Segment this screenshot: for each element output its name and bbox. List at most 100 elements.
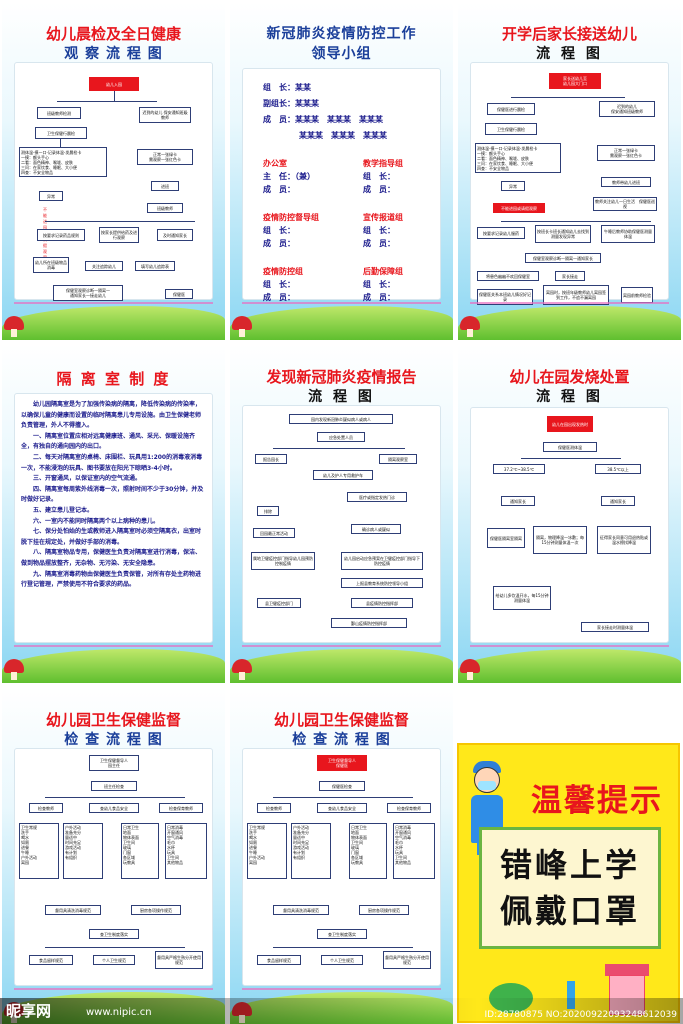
flow-node: 进班 bbox=[151, 181, 179, 191]
watermark-bar: 昵享网 www.nipic.cn ID:28780875 NO:20200922… bbox=[0, 998, 683, 1024]
panel-title: 新冠肺炎疫情防控工作 bbox=[266, 26, 417, 42]
flow-node: 属地卫健疫控部门指导幼儿园预防控制疫情 bbox=[251, 552, 315, 570]
flow-node: 户外活动准备充分 量适中 时间充足 游戏活动 有计划 有组织 bbox=[63, 823, 103, 879]
flow-node: 迟到的幼儿 保安通知班级教师 bbox=[139, 107, 191, 123]
flow-node: 园内发现新冠肺炎疑似病人或病人 bbox=[289, 414, 393, 424]
group-supervision: 疫情防控督导组 组 长： 成 员： bbox=[263, 213, 319, 248]
flow-node: 卫生保健督导人 园主任 bbox=[89, 755, 139, 771]
panel-title: 幼儿园卫生保健监督 bbox=[273, 711, 409, 729]
flow-node: 户外活动准备充分 量适中 时间充足 游戏活动 有计划 有组织 bbox=[291, 823, 331, 879]
flow-node: 离园时，按班年级教师幼儿离园签到工作，不追不漏离园 bbox=[543, 285, 609, 305]
panel-subtitle: 观 察 流 程 图 bbox=[64, 46, 163, 62]
flow-node: 保健医测体温 bbox=[543, 442, 597, 452]
flow-node: 个人卫生规范 bbox=[321, 955, 363, 965]
flow-node: 家长送幼儿至 幼儿园大门口 bbox=[549, 73, 601, 89]
flow-node: 督用具清洗消毒规范 bbox=[45, 905, 101, 915]
flow-node: 卫生常规洗手 喝水 如厕 进餐 午睡 户外活动 离园 bbox=[19, 823, 59, 879]
flow-node: 将患色幽幽不欢回保健室 bbox=[477, 271, 539, 281]
group-prevention: 疫情防控组 组 长： 成 员： bbox=[263, 267, 303, 302]
group-office: 办公室 主 任：（兼） 成 员： bbox=[263, 159, 315, 194]
lead-row: 副组长：某某某 bbox=[263, 99, 319, 108]
flow-node: 关注追踪幼儿 bbox=[85, 261, 123, 271]
flow-node: 鄞山疫情防控指挥部 bbox=[331, 618, 407, 628]
flow-node: 检查教师 bbox=[29, 803, 63, 813]
flow-node: 幼儿所在班级物品消毒 bbox=[33, 257, 69, 273]
flow-node: 日常卫生地面 物体表面 卫生间 玻璃 门窗 各区域 玩教具 bbox=[121, 823, 159, 879]
rules-text: 幼儿园隔离室是为了加强传染病的隔离，降低传染病的传染率，以确保儿童的健康而设置的… bbox=[14, 393, 213, 643]
panel-isolation-rules: 隔 离 室 制 度 幼儿园隔离室是为了加强传染病的隔离，降低传染病的传染率，以确… bbox=[2, 345, 225, 683]
flow-node: 食品留样规范 bbox=[29, 955, 73, 965]
flow-node: 查卫生制度落实 bbox=[317, 929, 367, 939]
flow-node: 保健医隔离室隔离 bbox=[487, 528, 525, 548]
flow-node: 检查教师 bbox=[257, 803, 291, 813]
flowchart-area: 幼儿在园出现发热时 保健医测体温 37.2℃~38.5℃ 38.5℃以上 通知家… bbox=[470, 407, 669, 643]
flow-node: 日常卫生地面 物体表面 卫生间 玻璃 门窗 各区域 玩教具 bbox=[349, 823, 387, 879]
flow-node: 通知家长 bbox=[501, 496, 535, 506]
flow-node: 保健室观察诊断—隔离—通知家长 bbox=[525, 253, 601, 263]
flow-node: 排除 bbox=[257, 506, 279, 516]
panel-subtitle: 检 查 流 程 图 bbox=[64, 732, 163, 748]
flow-node: 家长接走时测量体温 bbox=[581, 622, 649, 632]
flow-node: 班级教师检测 bbox=[37, 107, 81, 119]
panel-subtitle: 流 程 图 bbox=[308, 389, 375, 405]
group-publicity: 宣传报道组 组 长： 成 员： bbox=[363, 213, 403, 248]
flow-node: 家长接走 bbox=[555, 271, 585, 281]
leadership-list: 组 长：某某 副组长：某某某 成 员：某某某 某某某 某某某 某某某 某某某 某… bbox=[242, 68, 441, 302]
lead-row: 组 长：某某 bbox=[263, 83, 311, 92]
flow-node: 异常 bbox=[501, 181, 525, 191]
flow-node: 查幼儿食品安全 bbox=[89, 803, 139, 813]
flow-node: 督用具严格生熟分开使用规范 bbox=[383, 951, 431, 969]
flow-node: 卫生保健督导人 保健医 bbox=[317, 755, 367, 771]
flow-node: 卫生保健行晨检 bbox=[485, 123, 537, 135]
panel-fever: 幼儿在园发烧处置 流 程 图 幼儿在园出现发热时 保健医测体温 37.2℃~38… bbox=[458, 345, 681, 683]
flowchart-area: 园内发现新冠肺炎疑似病人或病人 应急处置人员 报告园长 隔离观察室 幼儿及护人专… bbox=[242, 405, 441, 643]
flow-node: 按要求记录幼儿服药 bbox=[477, 227, 525, 239]
tip-message: 错峰上学 佩戴口罩 bbox=[479, 827, 661, 949]
flow-node: 按要求记录药品规则 bbox=[37, 229, 85, 241]
flow-node: 个人卫生规范 bbox=[93, 955, 135, 965]
panel-report-flow: 发现新冠肺炎疫情报告 流 程 图 园内发现新冠肺炎疑似病人或病人 应急处置人员 … bbox=[230, 345, 453, 683]
tip-title: 温馨提示 bbox=[531, 783, 663, 819]
panel-inspection-a: 幼儿园卫生保健监督 检 查 流 程 图 卫生保健督导人 园主任 班主任检查 检查… bbox=[2, 688, 225, 1024]
pencil-icon bbox=[567, 981, 575, 1009]
tip-line-1: 错峰上学 bbox=[499, 846, 640, 884]
flow-node: 县疫情防控指挥部 bbox=[351, 598, 413, 608]
rules-paragraphs: 幼儿园隔离室是为了加强传染病的隔离，降低传染病的传染率，以确保儿童的健康而设置的… bbox=[21, 401, 204, 589]
flow-node: 37.2℃~38.5℃ bbox=[493, 464, 545, 474]
flow-node: 午睡后教师协助保健医测量体温 bbox=[601, 225, 655, 243]
flow-node: 正常一张绿卡 需观察一张红色卡 bbox=[597, 145, 655, 161]
mushroom-icon bbox=[460, 659, 480, 680]
flow-node: 异常 bbox=[39, 191, 63, 201]
flow-node: 幼儿入园 bbox=[89, 77, 139, 91]
panel-subtitle: 领导小组 bbox=[311, 46, 372, 62]
flowchart-area: 家长送幼儿至 幼儿园大门口 保健医进行晨检 迟到的幼儿 保安通知班级教师 卫生保… bbox=[470, 62, 669, 305]
flow-node: 幼儿园启动应急预案在卫健疫控部门指导下防控疫情 bbox=[341, 552, 423, 570]
flow-node: 厨房各项操作规范 bbox=[359, 905, 409, 915]
tip-line-2: 佩戴口罩 bbox=[499, 892, 640, 930]
flow-node: 保健医关系本班幼儿情况好记录 bbox=[477, 289, 533, 305]
mushroom-icon bbox=[460, 316, 480, 337]
panel-title: 幼儿园卫生保健监督 bbox=[45, 711, 181, 729]
flow-node: 日常消毒开窗通风 空气消毒 毛巾 水杯 玩具 卫生间 其他物品 bbox=[165, 823, 207, 879]
flow-node: 督用具清洗消毒规范 bbox=[273, 905, 329, 915]
flowchart-area: 卫生保健督导人 保健医 保健医检查 检查教师 查幼儿食品安全 检查保育教师 卫生… bbox=[242, 748, 441, 986]
warm-tip-card: 温馨提示 错峰上学 佩戴口罩 bbox=[457, 743, 680, 1023]
flow-node: 教师关注幼儿一日生活 保健医巡视 bbox=[593, 197, 657, 211]
flow-node: 保健医进行晨检 bbox=[487, 103, 535, 115]
flow-node: 测体温-摸一口-记录体温-发晨检卡 一摸：额头手心 二看：面色精神、喉咙、皮肤 … bbox=[475, 143, 561, 173]
flow-node: 迟到的幼儿 保安通知班级教师 bbox=[599, 101, 655, 117]
flow-node: 回园最正常活动 bbox=[253, 528, 295, 538]
flow-node: 确诊病人或疑似 bbox=[351, 524, 401, 534]
flow-node: 征得家长同意可用退热贴或温水擦拭降温 bbox=[597, 526, 651, 554]
mushroom-icon bbox=[4, 316, 24, 337]
flow-node: 保健室观察诊断—隔离— 通知家长—接走幼儿 bbox=[53, 285, 123, 301]
flow-node: 日常消毒开窗通风 空气消毒 毛巾 水杯 玩具 卫生间 其他物品 bbox=[393, 823, 435, 879]
watermark-url: www.nipic.cn bbox=[86, 1007, 152, 1018]
panel-inspection-b: 幼儿园卫生保健监督 检 查 流 程 图 卫生保健督导人 保健医 保健医检查 检查… bbox=[230, 688, 453, 1024]
flowchart-area: 幼儿入园 班级教师检测 迟到的幼儿 保安通知班级教师 卫生保健行晨检 测体温-摸… bbox=[14, 62, 213, 301]
flow-node: 上报县教育系统防控领导小组 bbox=[341, 578, 423, 588]
flow-node: 测体温-摸一口-记录体温-发晨检卡 一摸：额头手心 二看：面色精神、喉咙、皮肤 … bbox=[19, 147, 107, 177]
flow-node: 检查保育教师 bbox=[159, 803, 203, 813]
panel-title: 隔 离 室 制 度 bbox=[56, 370, 171, 388]
flow-node: 保健医 bbox=[165, 289, 193, 299]
